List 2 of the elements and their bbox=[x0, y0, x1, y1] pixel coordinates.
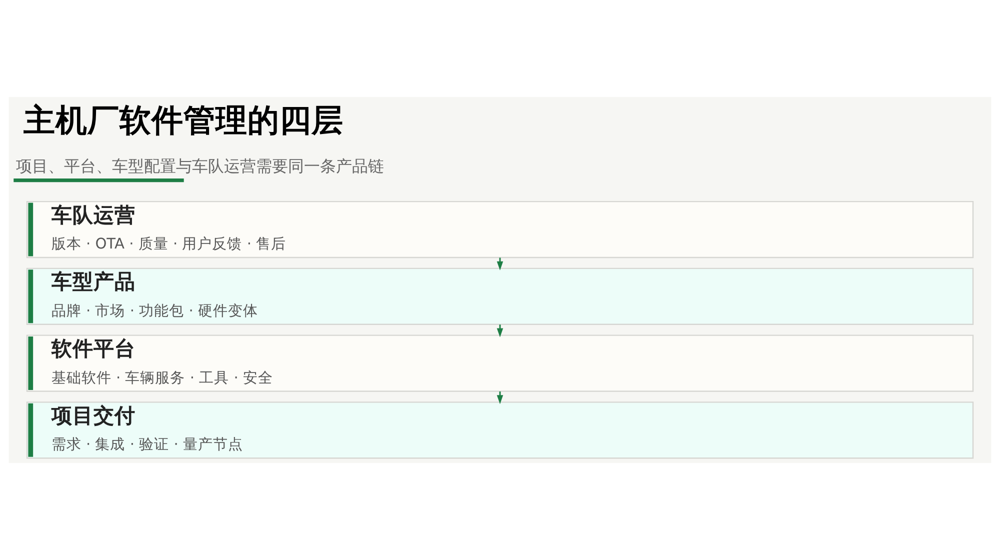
label: 项目、平台、车型配置与车队运营需要同一条产品链 bbox=[16, 156, 384, 176]
diagram-title: 主机厂软件管理的四层 bbox=[23, 102, 344, 139]
